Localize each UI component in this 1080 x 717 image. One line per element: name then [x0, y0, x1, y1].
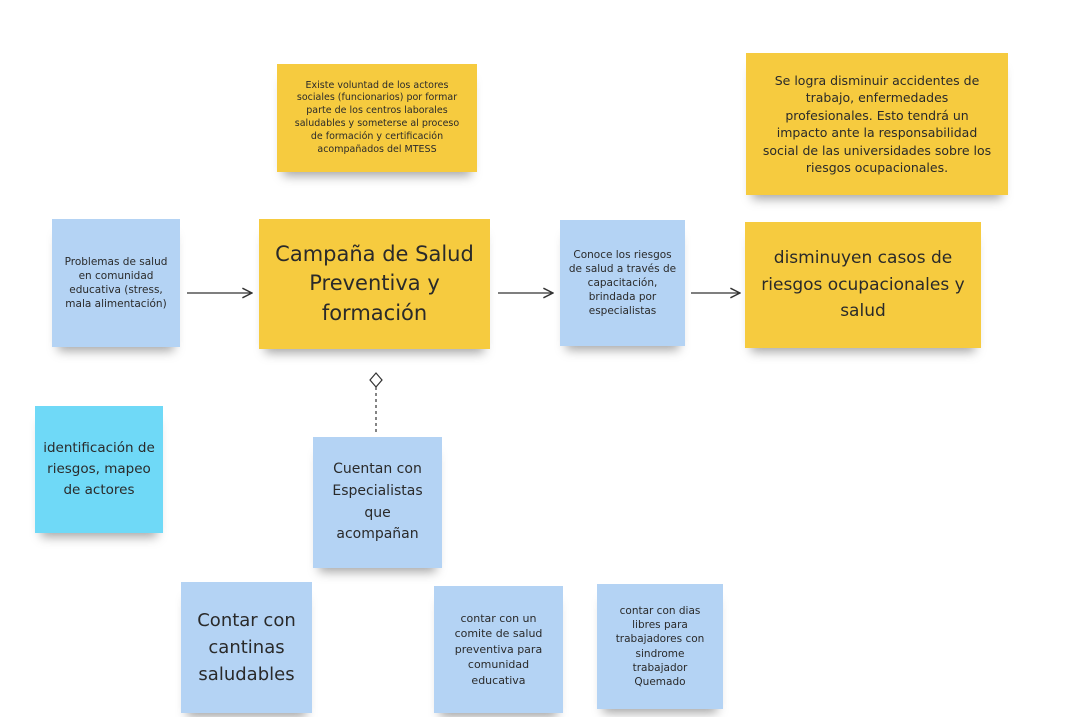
sticky-note-text: Conoce los riesgos de salud a través de … — [568, 248, 677, 318]
diamond-marker — [369, 372, 383, 388]
sticky-note-text: contar con dias libres para trabajadores… — [615, 604, 705, 688]
sticky-note-text: Contar con cantinas saludables — [197, 610, 296, 685]
sticky-note-impact[interactable]: Se logra disminuir accidentes de trabajo… — [746, 53, 1008, 195]
sticky-note-text: Campaña de Salud Preventiva y formación — [275, 241, 474, 325]
sticky-note-text: disminuyen casos de riesgos ocupacionale… — [761, 248, 965, 322]
sticky-note-knows-risks[interactable]: Conoce los riesgos de salud a través de … — [560, 220, 685, 346]
sticky-note-text: Existe voluntad de los actores sociales … — [294, 79, 460, 155]
sticky-note-outcome[interactable]: disminuyen casos de riesgos ocupacionale… — [745, 222, 981, 348]
sticky-note-free-days[interactable]: contar con dias libres para trabajadores… — [597, 584, 723, 709]
sticky-note-campaign[interactable]: Campaña de Salud Preventiva y formación — [259, 219, 490, 349]
sticky-note-text: Cuentan con Especialistas que acompañan — [332, 461, 423, 543]
sticky-note-specialists[interactable]: Cuentan con Especialistas que acompañan — [313, 437, 442, 568]
sticky-note-identification[interactable]: identificación de riesgos, mapeo de acto… — [35, 406, 163, 533]
sticky-note-text: Se logra disminuir accidentes de trabajo… — [762, 72, 992, 176]
sticky-note-canteens[interactable]: Contar con cantinas saludables — [181, 582, 312, 713]
sticky-note-text: Problemas de salud en comunidad educativ… — [64, 255, 168, 311]
sticky-note-committee[interactable]: contar con un comite de salud preventiva… — [434, 586, 563, 713]
sticky-note-assumption[interactable]: Existe voluntad de los actores sociales … — [277, 64, 477, 172]
sticky-note-text: contar con un comite de salud preventiva… — [454, 612, 543, 687]
sticky-note-text: identificación de riesgos, mapeo de acto… — [43, 440, 155, 498]
sticky-note-problems[interactable]: Problemas de salud en comunidad educativ… — [52, 219, 180, 347]
